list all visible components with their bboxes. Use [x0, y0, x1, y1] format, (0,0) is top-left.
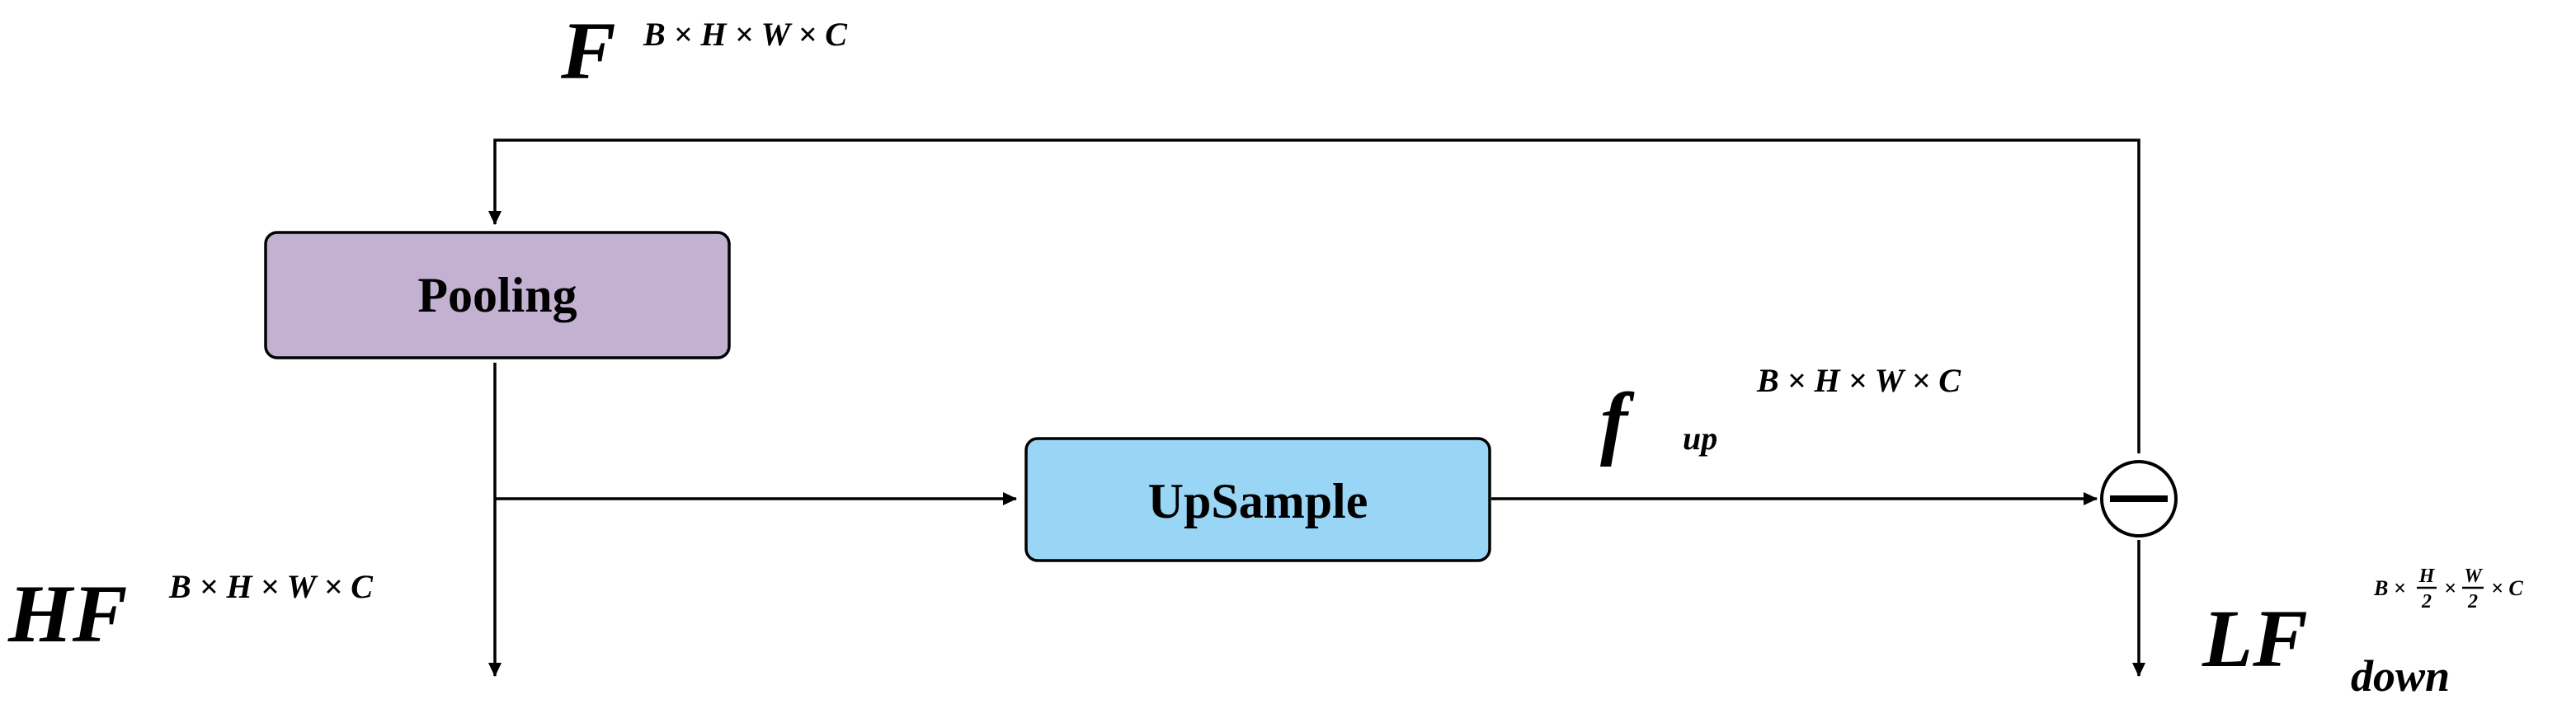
high-frequency-shape: B × H × W × C [168, 568, 374, 605]
upsampled-feature-shape: B × H × W × C [1756, 362, 1961, 399]
svg-text:× C: × C [2491, 576, 2523, 600]
low-frequency-label: LF [2202, 593, 2308, 684]
low-frequency-subscript: down [2351, 651, 2450, 700]
minus-circle-icon [2100, 460, 2178, 537]
svg-text:2: 2 [2421, 591, 2432, 612]
input-feature-label: F [560, 5, 616, 96]
pooling-node: Pooling [264, 231, 731, 359]
upsample-node: UpSample [1024, 437, 1491, 562]
high-frequency-label: HF [7, 568, 127, 659]
skip-connection-line [488, 138, 2140, 453]
svg-text:B ×: B × [2373, 576, 2406, 600]
svg-text:2: 2 [2467, 591, 2478, 612]
pooling-label: Pooling [417, 268, 577, 322]
input-feature-shape: B × H × W × C [643, 16, 848, 53]
upsample-label: UpSample [1148, 474, 1368, 528]
low-frequency-shape: B × H 2 × W 2 × C [2373, 566, 2523, 612]
svg-text:W: W [2464, 566, 2483, 587]
svg-text:×: × [2444, 576, 2456, 600]
upsampled-feature-subscript: up [1683, 420, 1717, 457]
svg-text:H: H [2418, 566, 2436, 587]
upsampled-feature-label: f [1600, 376, 1635, 467]
